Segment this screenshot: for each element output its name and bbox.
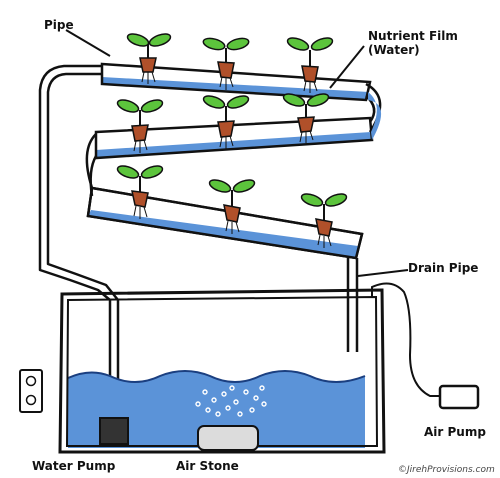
air-bubbles <box>195 385 267 417</box>
supply-pipe <box>38 64 120 420</box>
air-pump <box>438 384 480 410</box>
plant <box>202 37 250 90</box>
label-nutrient-film-sub: (Water) <box>368 43 420 57</box>
label-drain-pipe: Drain Pipe <box>408 261 478 275</box>
channel-tier-1 <box>100 62 372 102</box>
nutrient-film-tier-1 <box>102 77 369 100</box>
plant <box>116 99 164 153</box>
plants <box>116 33 348 248</box>
plant <box>126 33 172 84</box>
channel-tier-3 <box>86 186 364 260</box>
plant <box>282 93 330 143</box>
nutrient-film-tier-2 <box>96 132 372 158</box>
nutrient-film-tier-3 <box>88 210 358 258</box>
credit-text: ©JirehProvisions.com <box>398 465 495 475</box>
plant <box>208 179 256 234</box>
power-outlet <box>19 369 43 413</box>
plant <box>116 165 164 219</box>
label-pipe: Pipe <box>44 18 74 32</box>
label-nutrient-film: Nutrient Film <box>368 29 458 43</box>
plant <box>300 193 348 248</box>
label-air-stone: Air Stone <box>176 459 239 473</box>
plant <box>202 95 250 149</box>
water-pump <box>99 417 129 445</box>
reservoir-tank <box>58 288 386 454</box>
connector-water <box>368 92 382 140</box>
drain-pipe <box>346 258 359 352</box>
label-air-pump: Air Pump <box>424 425 486 439</box>
label-water-pump: Water Pump <box>32 459 116 473</box>
leader-lines <box>65 29 409 277</box>
reservoir-water <box>68 371 365 448</box>
air-tube <box>371 282 440 397</box>
air-stone <box>197 425 259 451</box>
plant <box>286 37 334 93</box>
